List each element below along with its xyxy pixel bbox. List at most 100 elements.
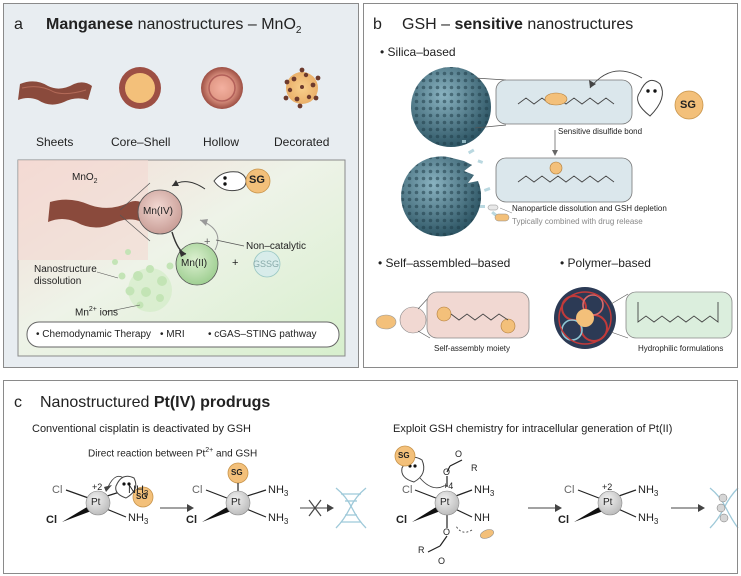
- panel-b-title: GSH – sensitive nanostructures: [402, 16, 633, 34]
- dna-left: [335, 487, 367, 529]
- nh3-bottom-deactivated-main: NH: [268, 512, 284, 524]
- panel-c-title-rest: Nanostructured: [40, 394, 150, 411]
- ions-main: Mn: [75, 307, 89, 319]
- charge-prodrug: +4: [443, 481, 454, 491]
- panel-a-title-rest: nanostructures – MnO: [137, 16, 296, 33]
- hydrophilic-box: [625, 291, 733, 339]
- nh3-bottom-product-sub: 3: [653, 517, 659, 527]
- panel-b-title-rest: GSH –: [402, 16, 451, 33]
- nh3-top-product-sub: 3: [653, 489, 659, 499]
- mn2-label: Mn(II): [181, 258, 208, 269]
- cl-top-prodrug: Cl: [402, 484, 413, 496]
- svg-text:+: +: [204, 236, 210, 248]
- gssg-badge: [253, 250, 281, 278]
- cl-top-product: Cl: [564, 484, 575, 496]
- drug-release-label: Typically combined with drug release: [512, 217, 643, 226]
- sg-badge: [245, 168, 271, 194]
- sg-badge-b: [674, 90, 704, 120]
- nh3-prodrug-sub: 3: [489, 489, 495, 499]
- direct-end: and GSH: [213, 448, 258, 460]
- nh3-top-left-main: NH: [128, 484, 144, 496]
- r-bottom: R: [418, 545, 425, 555]
- sg-label-a: SG: [249, 174, 265, 186]
- nh3-top-deactivated: NH3: [268, 484, 288, 498]
- label-decorated: Decorated: [274, 135, 330, 149]
- dissolution-line2: dissolution: [34, 276, 82, 287]
- panel-c-title: Nanostructured Pt(IV) prodrugs: [40, 394, 270, 412]
- sheet-shape: [18, 81, 92, 105]
- nh3-top-product: NH3: [638, 484, 658, 498]
- nh3-bottom-product-main: NH: [638, 512, 654, 524]
- pt-label-deactivated: Pt: [231, 497, 241, 508]
- charge-left: +2: [92, 482, 103, 492]
- app-chemodynamic: • Chemodynamic Therapy: [36, 329, 152, 340]
- pt-label-product: Pt: [603, 497, 613, 508]
- cl-bottom-product: Cl: [558, 514, 569, 526]
- nh3-bottom-deactivated: NH3: [268, 512, 288, 526]
- nh3-bottom-deactivated-sub: 3: [283, 517, 289, 527]
- r-top: R: [471, 463, 478, 473]
- nh3-bottom-left-main: NH: [128, 512, 144, 524]
- cl-bottom-prodrug: Cl: [396, 514, 407, 526]
- nh3-bottom-left: NH3: [128, 512, 148, 526]
- applications-bar: [26, 321, 340, 348]
- panel-a-letter: a: [14, 16, 23, 33]
- gssg-label: GSSG: [253, 259, 280, 269]
- mno2-sub: 2: [93, 178, 98, 185]
- o-top-carbonyl: O: [455, 449, 463, 459]
- sg-label-c3: SG: [398, 451, 410, 460]
- pt-label-left: Pt: [91, 497, 101, 508]
- sg-label-c2: SG: [231, 468, 243, 477]
- o-bottom-carbonyl: O: [438, 556, 446, 566]
- self-assembly-label: Self-assembly moiety: [434, 344, 511, 353]
- direct-main: Direct reaction between Pt: [88, 448, 206, 460]
- cl-bottom-deactivated: Cl: [186, 514, 197, 526]
- dissolution-line1: Nanostructure: [34, 264, 97, 275]
- polymer-heading: • Polymer–based: [560, 256, 651, 270]
- panel-b-letter: b: [373, 16, 382, 33]
- nh3-top-left-sub: 3: [143, 489, 149, 499]
- plus-sign: +: [232, 257, 239, 269]
- panel-a-title: Manganese nanostructures – MnO2: [46, 16, 301, 36]
- silica-heading: • Silica–based: [380, 45, 456, 59]
- ions-sup: 2+: [88, 306, 97, 313]
- app-cgas: • cGAS–STING pathway: [208, 329, 317, 340]
- panel-a-title-sub: 2: [295, 25, 302, 37]
- dissolution-bubbles: [112, 249, 174, 312]
- nh3-prodrug-main: NH: [474, 484, 490, 496]
- dissolution-depletion-label: Nanoparticle dissolution and GSH depleti…: [512, 204, 667, 213]
- cl-bottom-left: Cl: [46, 514, 57, 526]
- pt-atom-left: [85, 490, 111, 516]
- app-mri: • MRI: [160, 329, 185, 340]
- mno2-sheet: [48, 199, 146, 228]
- non-catalytic-label: Non–catalytic: [246, 241, 307, 252]
- label-hollow: Hollow: [203, 135, 240, 149]
- panel-c-title-bold: Pt(IV) prodrugs: [153, 394, 271, 411]
- self-assembled-heading: • Self–assembled–based: [378, 256, 511, 270]
- nh3-top-left: NH3: [128, 484, 148, 498]
- mn4-label: Mn(IV): [143, 206, 173, 217]
- disulfide-label: Sensitive disulfide bond: [558, 127, 643, 136]
- nh3-bottom-product: NH3: [638, 512, 658, 526]
- sg-badge-c3: [394, 445, 416, 467]
- sg-label-b: SG: [680, 99, 696, 111]
- decorated-shape: [283, 67, 321, 109]
- label-sheets: Sheets: [36, 135, 74, 149]
- nh3-prodrug: NH3: [474, 484, 494, 498]
- ions-rest: ions: [96, 307, 119, 319]
- gsh-glyph-b: [637, 79, 663, 117]
- nh-prodrug: NH: [474, 512, 490, 524]
- hydrophilic-label: Hydrophilic formulations: [638, 344, 724, 353]
- label-core-shell: Core–Shell: [111, 135, 171, 149]
- core-shell-shape: [119, 67, 161, 109]
- panel-b: [363, 3, 738, 368]
- nh3-top-product-main: NH: [638, 484, 654, 496]
- pt-atom-deactivated: [225, 490, 251, 516]
- mn2-circle: [175, 242, 219, 286]
- ions-label: Mn2+ ions: [75, 306, 118, 318]
- sg-label-c1: SG: [136, 492, 148, 501]
- mn4-circle: [137, 189, 183, 235]
- hollow-shape: [201, 67, 243, 109]
- o-bottom-axial: O: [443, 527, 451, 537]
- mno2-main: MnO: [72, 172, 94, 183]
